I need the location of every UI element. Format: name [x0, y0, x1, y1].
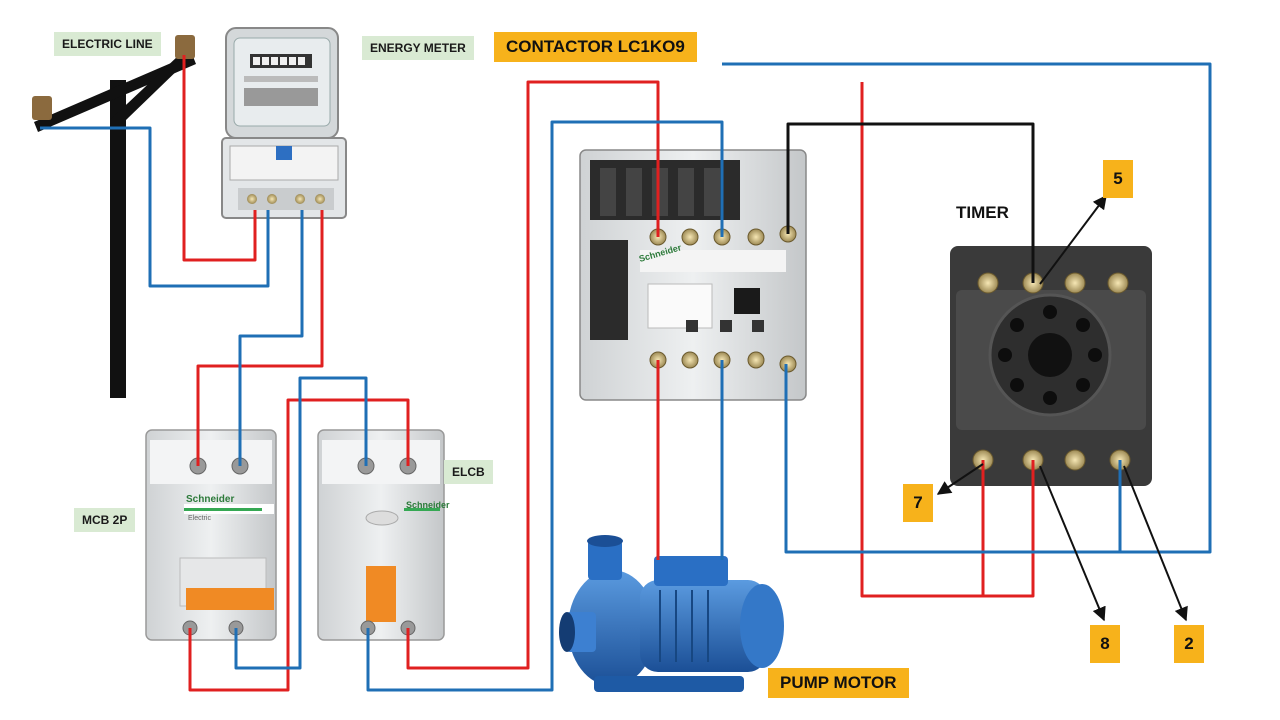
electric-line-label: ELECTRIC LINE — [54, 32, 161, 56]
elcb — [317, 429, 445, 641]
brand-sub-mcb: Electric — [188, 515, 211, 522]
terminal-5-label: 5 — [1103, 160, 1133, 198]
red-wires — [182, 55, 1035, 692]
energy-meter-label: ENERGY METER — [362, 36, 474, 60]
terminal-2-label: 2 — [1174, 625, 1204, 663]
terminal-7-label: 7 — [903, 484, 933, 522]
pump-motor-label: PUMP MOTOR — [768, 668, 909, 698]
timer-socket — [950, 246, 1152, 486]
pump-motor — [559, 535, 784, 692]
terminal-8-label: 8 — [1090, 625, 1120, 663]
timer-label: TIMER — [956, 203, 1009, 222]
blue-wires — [40, 62, 1212, 692]
terminal-pointers — [936, 194, 1188, 622]
utility-pole — [32, 35, 196, 398]
brand-mark-elcb: Schneider — [406, 500, 450, 510]
mcb-2p — [145, 429, 277, 641]
energy-meter — [221, 27, 347, 219]
contactor-label: CONTACTOR LC1KO9 — [494, 32, 697, 62]
black-wires — [786, 122, 1035, 283]
mcb-label: MCB 2P — [74, 508, 136, 532]
contactor — [579, 149, 807, 401]
elcb-label: ELCB — [444, 460, 493, 484]
brand-mark-mcb: Schneider — [186, 494, 234, 505]
